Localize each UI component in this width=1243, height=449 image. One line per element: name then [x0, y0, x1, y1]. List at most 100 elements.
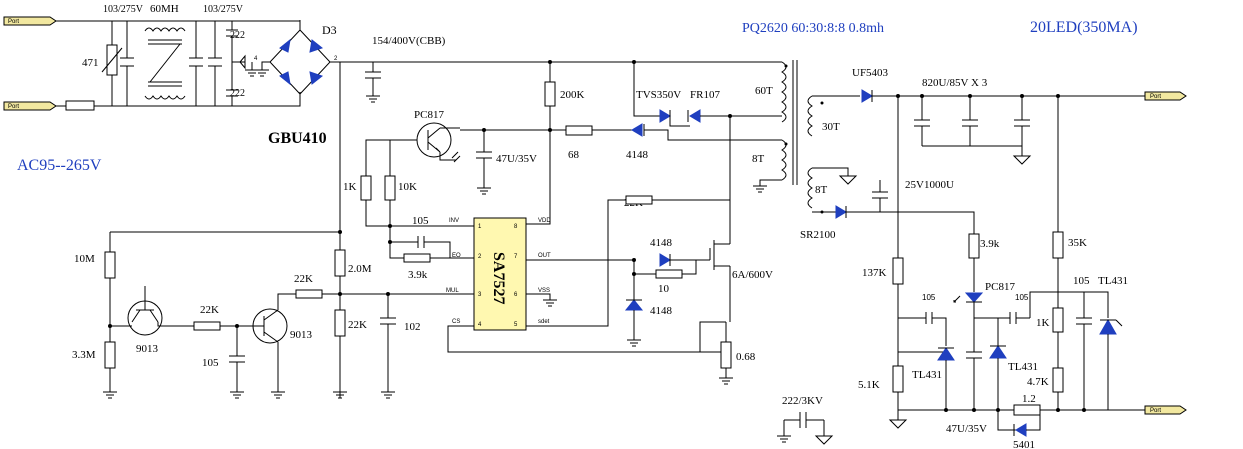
r-3-3m-label: 3.3M — [72, 349, 96, 361]
r-0-68-label: 0.68 — [736, 351, 756, 363]
bulk-cap-label: 154/400V(CBB) — [372, 35, 446, 47]
cap-47u-b-label: 47U/35V — [946, 423, 987, 435]
output-port-pos-label: Port — [1150, 94, 1161, 100]
ic-pin-eo: EO — [452, 253, 461, 259]
mosfet-label: 6A/600V — [732, 269, 773, 281]
c-105-a-label: 105 — [412, 215, 429, 227]
r-35k-label: 35K — [1068, 237, 1087, 249]
bridge-rectifier: D3 2 GBU410 — [255, 20, 338, 147]
tl431-a-label: TL431 — [912, 369, 942, 381]
output-port-pos — [1144, 91, 1187, 101]
r-3-9k-b-label: 3.9k — [980, 238, 1000, 250]
ic-pin-sdet: sdet — [538, 319, 550, 325]
d4148-a-label: 4148 — [626, 149, 649, 161]
svg-text:1: 1 — [478, 224, 482, 230]
snubber: TVS350V FR107 — [633, 62, 782, 127]
uf5403-label: UF5403 — [852, 67, 889, 79]
varistor-label: 471 — [82, 57, 99, 69]
r-68-label: 68 — [568, 149, 580, 161]
ic-pin-mul: MUL — [446, 288, 459, 294]
y-cap-2-label: 222 — [230, 88, 245, 99]
r-137k-label: 137K — [862, 267, 887, 279]
r-1-2-label: 1.2 — [1022, 393, 1036, 405]
input-port-2 — [3, 101, 57, 111]
svg-text:4: 4 — [254, 56, 258, 62]
winding-8t-b-label: 8T — [815, 184, 828, 196]
cap-25v-label: 25V1000U — [905, 179, 954, 191]
winding-60t-label: 60T — [755, 85, 773, 97]
c-102-label: 102 — [404, 321, 421, 333]
input-port-1-label: Port — [8, 19, 19, 25]
tl431-c-label: TL431 — [1098, 275, 1128, 287]
ic-pin-vdd: VDD — [538, 218, 551, 224]
svg-text:8: 8 — [514, 224, 518, 230]
c-105-e-label: 105 — [1073, 275, 1090, 287]
transformer: 60T 8T 30T 8T — [729, 60, 840, 214]
svg-text:6: 6 — [514, 292, 518, 298]
svg-text:2: 2 — [478, 254, 482, 260]
sr2100-label: SR2100 — [800, 229, 836, 241]
r-2-0m-label: 2.0M — [348, 263, 372, 275]
ic-pin-vss: VSS — [538, 288, 550, 294]
r-10-label: 10 — [658, 283, 670, 295]
ic-name-label: SA7527 — [490, 252, 507, 304]
r-10m-label: 10M — [74, 253, 95, 265]
choke-label: 60MH — [150, 3, 179, 15]
c-105-b-label: 105 — [202, 357, 219, 369]
d5401-label: 5401 — [1013, 439, 1035, 449]
pc817-a-label: PC817 — [414, 109, 444, 121]
out-caps-label: 820U/85V X 3 — [922, 77, 988, 89]
r-1k-b-label: 1K — [1036, 317, 1050, 329]
tl431-b-label: TL431 — [1008, 361, 1038, 373]
r-4-7k-label: 4.7K — [1027, 376, 1049, 388]
bridge-label: GBU410 — [268, 130, 327, 147]
output-title-label: 20LED(350MA) — [1030, 19, 1138, 36]
y-cap-label: 222/3KV — [782, 395, 823, 407]
r-22k-c-label: 22K — [294, 273, 313, 285]
ic-pin-inv: INV — [449, 218, 459, 224]
c-105-d-label: 105 — [1015, 293, 1029, 302]
r-3-9k-a-label: 3.9k — [408, 269, 428, 281]
q-9013-a-label: 9013 — [136, 343, 159, 355]
svg-text:7: 7 — [514, 254, 518, 260]
input-port-2-label: Port — [8, 104, 19, 110]
r-10k-label: 10K — [398, 181, 417, 193]
r-1k-a-label: 1K — [343, 181, 357, 193]
output-port-neg — [1144, 405, 1187, 415]
output-port-neg-label: Port — [1150, 408, 1161, 414]
y-cap-1-label: 222 — [230, 30, 245, 41]
svg-text:2: 2 — [334, 56, 338, 62]
ic-pin-cs: CS — [452, 319, 460, 325]
output-section: UF5403 820U/85V X 3 Port Port SR2100 25V… — [800, 67, 1187, 449]
r-5-1k-label: 5.1K — [858, 379, 880, 391]
bridge-ref-label: D3 — [322, 23, 337, 37]
y-cap-isolation: 222/3KV — [777, 395, 834, 445]
r-22k-b-label: 22K — [200, 304, 219, 316]
r-22k-d-label: 22K — [348, 319, 367, 331]
tvs-label: TVS350V — [636, 89, 681, 101]
x-cap-2-label: 103/275V — [203, 4, 244, 15]
d4148-c-label: 4148 — [650, 305, 673, 317]
c-105-c-label: 105 — [922, 293, 936, 302]
x-cap-1-label: 103/275V — [103, 4, 144, 15]
transformer-label: PQ2620 60:30:8:8 0.8mh — [742, 21, 884, 36]
svg-text:5: 5 — [514, 322, 518, 328]
input-port-1 — [3, 16, 57, 26]
d4148-b-label: 4148 — [650, 237, 673, 249]
vdd-supply: 68 4148 47U/35V — [460, 116, 731, 195]
r-200k-label: 200K — [560, 89, 585, 101]
winding-30t-label: 30T — [822, 121, 840, 133]
fr107-label: FR107 — [690, 89, 720, 101]
controller-ic: 1 2 3 4 8 7 6 5 SA7527 INV EO MUL CS VDD… — [340, 199, 726, 353]
startup-network: 10M 3.3M 9013 22K 105 9013 22K 2.0M 22K — [72, 230, 421, 399]
pc817-b-label: PC817 — [985, 281, 1015, 293]
cap-47u-a-label: 47U/35V — [496, 153, 537, 165]
winding-8t-a-label: 8T — [752, 153, 765, 165]
gate-drive: 4148 10 4148 22K 6A/600V 0.68 — [624, 140, 773, 385]
optocoupler-primary: PC817 1K 10K 105 3.9k — [343, 109, 474, 281]
ic-pin-out: OUT — [538, 253, 551, 259]
input-section: Port Port 471 103/275V 60MH 103/275V 222… — [3, 3, 301, 111]
input-range-label: AC95--265V — [17, 157, 102, 174]
q-9013-b-label: 9013 — [290, 329, 313, 341]
